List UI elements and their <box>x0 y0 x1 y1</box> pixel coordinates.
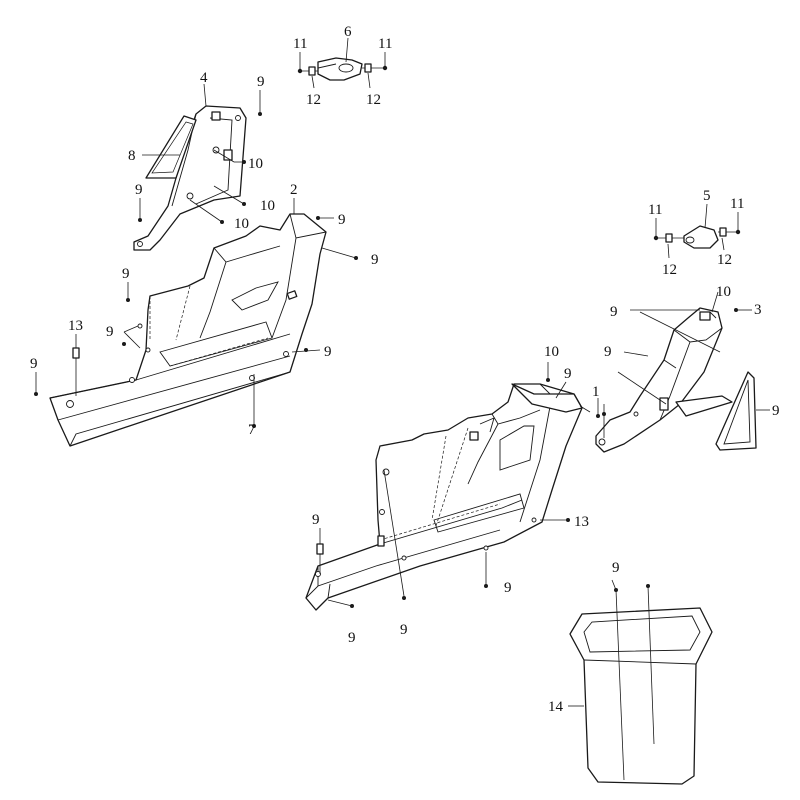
callout-9: 9 <box>400 622 408 638</box>
callout-13: 13 <box>68 318 83 334</box>
part-4-upper-panel <box>133 105 247 251</box>
callout-labels: 11 6 11 12 12 4 9 8 10 9 10 2 9 10 9 11 … <box>30 24 780 715</box>
part-3-leaders <box>602 291 752 438</box>
callout-9: 9 <box>612 560 620 576</box>
part-14-bin <box>568 579 713 785</box>
part-2-leaders <box>34 198 358 428</box>
callout-14: 14 <box>548 699 564 715</box>
part-2-left-side-panel <box>49 213 327 447</box>
callout-9: 9 <box>30 356 38 372</box>
part-1-right-side-panel <box>305 383 583 611</box>
callout-12: 12 <box>306 92 321 108</box>
callout-11: 11 <box>293 36 307 52</box>
part-1-leaders <box>316 362 600 608</box>
part-5-bracket <box>653 203 741 259</box>
part-3-rear-panel <box>595 307 733 453</box>
callout-9: 9 <box>135 182 143 198</box>
callout-13: 9 <box>312 512 320 528</box>
callout-4: 4 <box>200 70 208 86</box>
part-6-bracket <box>297 37 388 89</box>
callout-8: 8 <box>128 148 136 164</box>
callout-10: 9 <box>610 304 618 320</box>
callout-9: 13 <box>574 514 589 530</box>
part-4-leaders <box>138 83 262 224</box>
callout-9: 9 <box>106 324 114 340</box>
callout-9: 1 <box>592 384 600 400</box>
callout-10: 9 <box>604 344 612 360</box>
callout-11: 11 <box>648 202 662 218</box>
part-7-triangle-trim <box>715 371 770 451</box>
callout-1: 9 <box>564 366 572 382</box>
callout-9: 9 <box>338 212 346 228</box>
callout-3: 10 <box>716 284 731 300</box>
callout-11: 11 <box>378 36 392 52</box>
callout-9: 9 <box>371 252 379 268</box>
callout-9: 9 <box>122 266 130 282</box>
callout-9: 9 <box>348 630 356 646</box>
callout-7: 9 <box>772 403 780 419</box>
callout-11: 11 <box>730 196 744 212</box>
callout-5: 5 <box>703 188 711 204</box>
callout-2: 2 <box>290 182 298 198</box>
callout-10: 10 <box>260 198 275 214</box>
callout-12: 12 <box>717 252 732 268</box>
callout-9: 9 <box>504 580 512 596</box>
callout-10: 10 <box>248 156 263 172</box>
callout-9: 9 <box>257 74 265 90</box>
callout-12: 12 <box>366 92 381 108</box>
callout-9: 7 <box>248 422 256 438</box>
callout-9: 10 <box>544 344 559 360</box>
callout-6: 6 <box>344 24 352 40</box>
callout-9: 9 <box>324 344 332 360</box>
callout-12: 12 <box>662 262 677 278</box>
callout-10: 10 <box>234 216 249 232</box>
callout-9: 3 <box>754 302 762 318</box>
